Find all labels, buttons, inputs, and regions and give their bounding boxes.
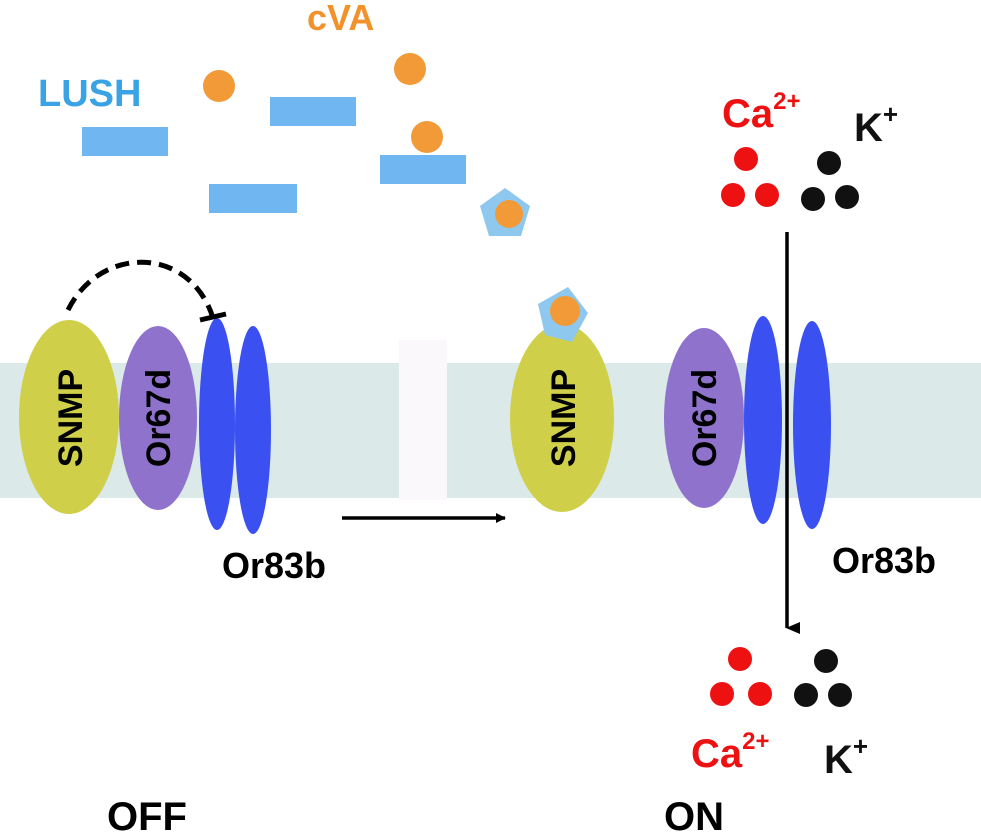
- or67d-label-off: Or67d: [140, 369, 178, 467]
- snmp-label-on: SNMP: [545, 369, 583, 467]
- membrane-gap: [399, 340, 447, 500]
- potassium-ion: [801, 187, 825, 211]
- calcium-ion: [734, 147, 758, 171]
- or67d-label-on: Or67d: [686, 369, 724, 467]
- or83b-label-on: Or83b: [832, 540, 936, 581]
- snmp-label-off: SNMP: [52, 369, 90, 467]
- lush-protein: [270, 97, 356, 126]
- potassium-ion: [835, 185, 859, 209]
- lush-protein: [209, 184, 297, 213]
- potassium-label-bottom: K+: [824, 731, 868, 782]
- calcium-label-top: Ca2+: [722, 88, 801, 136]
- cva-molecule: [203, 70, 235, 102]
- cva-label: cVA: [307, 0, 374, 38]
- or83b-subunit-off: [199, 318, 235, 530]
- inhibition-arrow: [65, 259, 216, 319]
- potassium-label-top: K+: [854, 99, 898, 150]
- off-state-label: OFF: [107, 795, 187, 836]
- cva-molecule: [495, 200, 523, 228]
- potassium-ion: [794, 683, 818, 707]
- cva-molecule: [411, 121, 443, 153]
- calcium-ion: [748, 682, 772, 706]
- lush-label: LUSH: [38, 73, 141, 115]
- or83b-subunit-off: [235, 326, 271, 534]
- on-state-label: ON: [664, 795, 724, 836]
- lush-protein: [380, 155, 466, 184]
- or83b-subunit-on: [793, 321, 831, 529]
- calcium-ion: [728, 647, 752, 671]
- calcium-ion: [755, 183, 779, 207]
- inhibition-bar: [199, 311, 227, 323]
- cva-molecule: [550, 296, 580, 326]
- or83b-label-off: Or83b: [222, 545, 326, 586]
- lush-protein: [82, 127, 168, 156]
- potassium-ion: [817, 151, 841, 175]
- potassium-ion: [828, 683, 852, 707]
- calcium-ion: [721, 183, 745, 207]
- or67d-receptor-off: [119, 326, 197, 510]
- cva-molecule: [394, 53, 426, 85]
- or67d-receptor-on: [664, 328, 744, 508]
- calcium-ion: [710, 682, 734, 706]
- calcium-label-bottom: Ca2+: [691, 728, 770, 776]
- or83b-subunit-on: [744, 316, 782, 524]
- snmp-receptor-off: [19, 320, 119, 514]
- potassium-ion: [814, 649, 838, 673]
- snmp-receptor-on: [510, 324, 614, 512]
